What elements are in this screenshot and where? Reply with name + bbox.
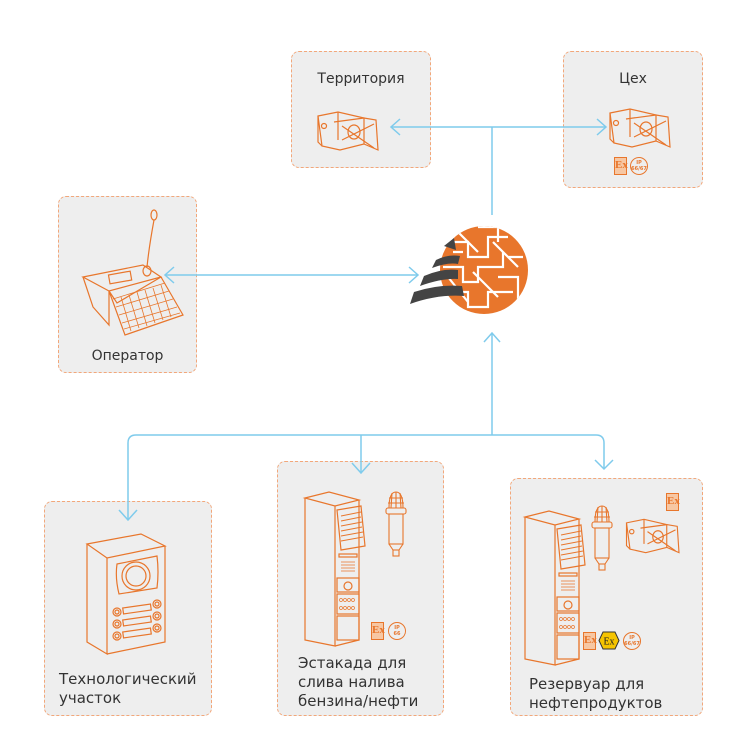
arrowhead-hub-bottom — [483, 331, 501, 343]
ex-badge: Ex — [666, 493, 680, 511]
network-globe-icon[interactable] — [408, 212, 528, 327]
atex-ex-badge: Ex — [598, 631, 620, 650]
horn-speaker-icon — [625, 518, 680, 554]
ex-badge: Ex — [371, 622, 385, 640]
node-territory-label: Территория — [317, 71, 405, 87]
signal-waves-icon — [410, 238, 464, 304]
signal-beacon-icon — [591, 505, 613, 571]
arrowhead-tank — [594, 459, 614, 471]
ip-label: IP — [636, 160, 642, 166]
intercom-panel-icon — [85, 533, 167, 656]
ip-label: IP — [629, 635, 635, 641]
ip-rating: 66/67 — [624, 641, 640, 647]
explosion-proof-intercom-icon — [302, 491, 366, 647]
horn-speaker-icon — [609, 108, 671, 148]
node-loading-rack-label: Эстакада для слива налива бензина/нефти — [298, 654, 419, 710]
node-operator[interactable]: Оператор — [58, 196, 197, 373]
ex-badge: Ex — [583, 632, 597, 650]
node-tech-site-label: Технологический участок — [59, 670, 197, 707]
node-operator-label: Оператор — [91, 348, 164, 364]
ip-rating: 66/67 — [631, 166, 647, 172]
explosion-proof-intercom-icon — [522, 510, 586, 666]
node-territory[interactable]: Территория — [291, 51, 431, 168]
horn-speaker-icon — [317, 111, 379, 151]
node-tech-site[interactable]: Технологический участок — [44, 501, 212, 716]
ip-label: IP — [394, 625, 400, 631]
operator-console-icon — [81, 209, 184, 336]
ip-rating: 66 — [393, 631, 401, 637]
ex-badge: Ex — [614, 157, 628, 175]
signal-beacon-icon — [385, 491, 407, 557]
node-workshop-label: Цех — [619, 71, 647, 87]
atex-ex-text: Ex — [603, 637, 614, 648]
node-tank-label: Резервуар для нефтепродуктов — [529, 675, 663, 712]
